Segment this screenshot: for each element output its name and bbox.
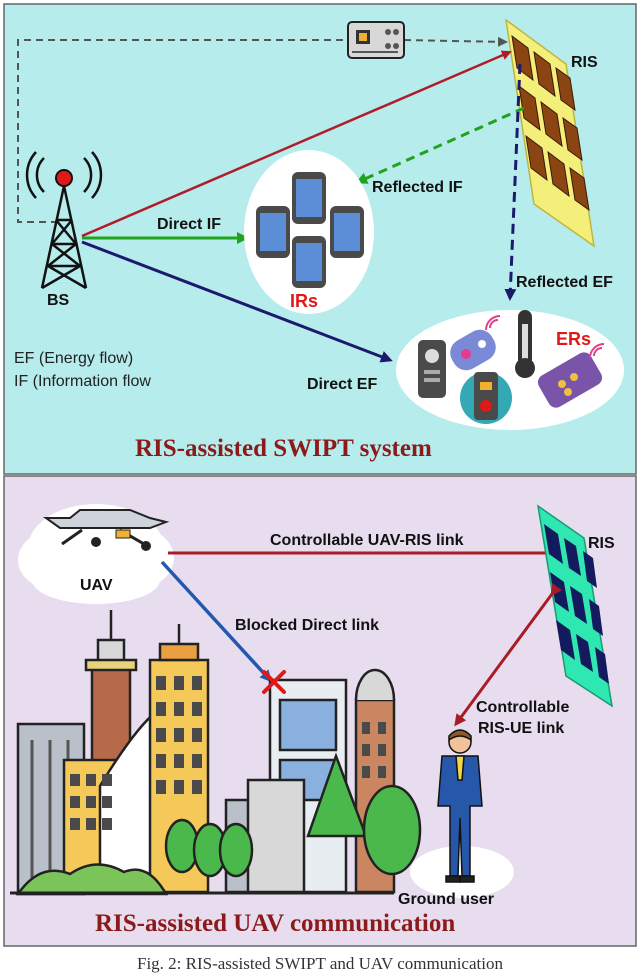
tv-remote-icon <box>418 340 446 398</box>
wireless-signal-icon <box>589 343 605 359</box>
ers-label: ERs <box>556 329 591 349</box>
game-controller-icon <box>450 329 496 371</box>
bs-ris-link <box>81 50 512 238</box>
direct-ef-label: Direct EF <box>307 376 377 393</box>
phone-icon <box>292 236 326 288</box>
ir-cluster-ellipse <box>244 150 374 314</box>
legend-ef: EF (Energy flow) <box>14 350 133 367</box>
bs-label: BS <box>47 292 70 309</box>
direct-ef-link <box>81 240 393 363</box>
base-station-tower-icon <box>25 151 103 290</box>
phone-icon <box>330 206 364 258</box>
uav-ris-link-label: Controllable UAV-RIS link <box>270 532 464 549</box>
irs-label: IRs <box>290 291 318 311</box>
reflected-ef-link <box>504 63 522 301</box>
power-remote-icon <box>460 372 512 424</box>
ris-ue-link-label-1: Controllable <box>476 699 569 716</box>
ground-user-label: Ground user <box>398 891 494 908</box>
top-panel-title: RIS-assisted SWIPT system <box>135 435 432 462</box>
ris-panel-top <box>504 18 596 248</box>
trees <box>15 784 422 896</box>
ground-user-person-icon <box>437 729 483 883</box>
figure-caption: Fig. 2: RIS-assisted SWIPT and UAV commu… <box>137 954 503 973</box>
wireless-signal-icon <box>485 315 501 331</box>
ris-ue-link <box>454 583 563 727</box>
blocked-direct-link <box>160 560 273 683</box>
reflected-if-link <box>355 106 525 184</box>
window-grid <box>70 676 386 830</box>
control-link-to-ris <box>403 36 508 47</box>
reflected-if-label: Reflected IF <box>372 179 463 196</box>
ris-label-bottom: RIS <box>588 535 615 552</box>
ris-label-top: RIS <box>571 54 598 71</box>
ris-controller-chip-icon <box>347 21 405 59</box>
phone-icon <box>292 172 326 224</box>
uav-label: UAV <box>80 577 113 594</box>
smart-remote-icon <box>537 352 603 408</box>
blocked-link-label: Blocked Direct link <box>235 617 379 634</box>
reflected-ef-label: Reflected EF <box>516 274 613 291</box>
direct-if-label: Direct IF <box>157 216 221 233</box>
blocked-cross-icon <box>262 670 286 694</box>
control-link <box>17 39 348 223</box>
thermometer-icon <box>515 310 535 378</box>
ris-ue-link-label-2: RIS-UE link <box>478 720 564 737</box>
legend-if: IF (Information flow <box>14 373 151 390</box>
base-station-beacon-icon <box>55 169 73 187</box>
uav-drone-icon <box>42 509 170 551</box>
phone-icon <box>256 206 290 258</box>
bottom-panel-title: RIS-assisted UAV communication <box>95 910 455 937</box>
